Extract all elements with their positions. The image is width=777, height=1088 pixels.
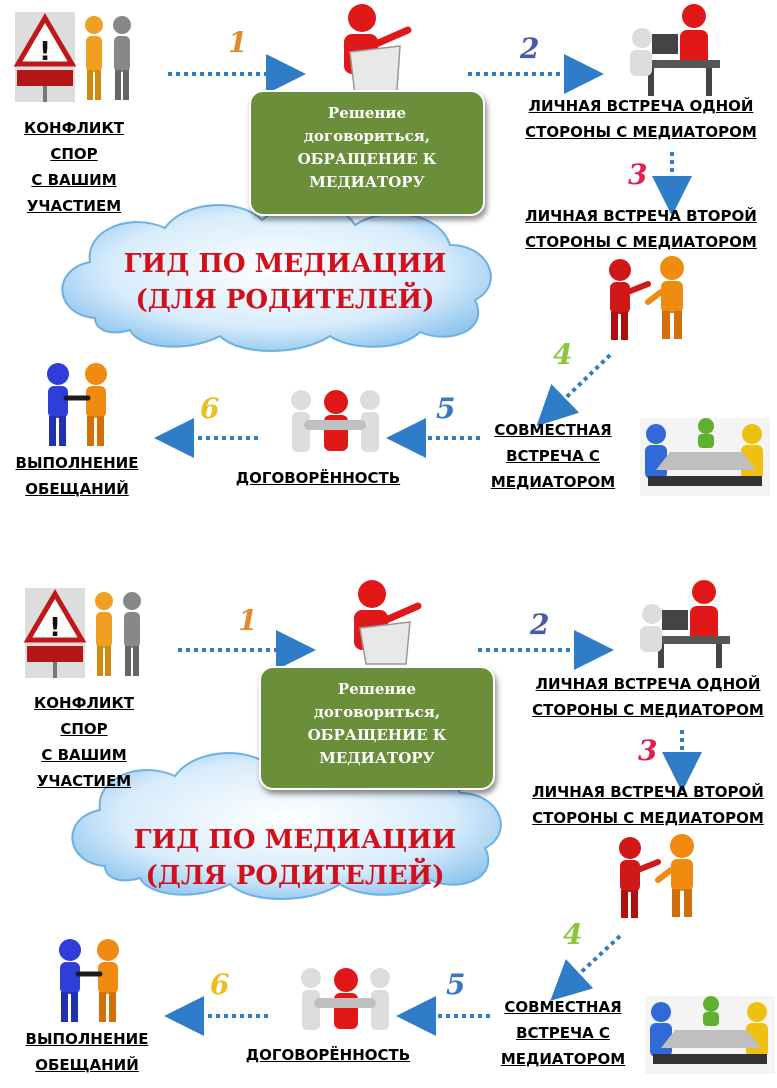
step-number-3: 3 [628, 158, 648, 191]
guide-title: ГИД ПО МЕДИАЦИИ(ДЛЯ РОДИТЕЛЕЙ) [133, 825, 457, 891]
speaker-at-podium-icon [344, 4, 412, 110]
mediator-at-desk-icon [630, 4, 720, 96]
two-people-talking-icon [619, 834, 694, 918]
two-people-icon [85, 16, 131, 100]
warning-sign-icon: ! [13, 12, 77, 102]
guide-title: ГИД ПО МЕДИАЦИИ(ДЛЯ РОДИТЕЛЕЙ) [123, 249, 447, 315]
meeting-table-icon [645, 996, 775, 1074]
diagram-graphics: ! [23, 580, 775, 1074]
step-number-6: 6 [210, 968, 230, 1001]
step-number-2: 2 [530, 608, 550, 641]
meeting-table-icon [640, 418, 770, 496]
svg-text:!: ! [49, 613, 61, 643]
step-number-5: 5 [436, 392, 456, 425]
step-number-1: 1 [228, 26, 248, 59]
step-number-1: 1 [238, 604, 258, 637]
speaker-at-podium-icon [354, 580, 422, 665]
group-huddle-icon [291, 390, 380, 452]
two-people-icon [95, 592, 141, 676]
step-number-2: 2 [520, 32, 540, 65]
agreement-label: ДОГОВОРЁННОСТЬ [245, 1046, 411, 1064]
group-huddle-icon [301, 968, 390, 1030]
diagram-graphics: ! [13, 4, 770, 496]
warning-sign-icon: ! [23, 588, 87, 678]
step-number-4: 4 [563, 918, 583, 951]
cloud-shape [61, 202, 492, 352]
svg-text:!: ! [39, 37, 51, 67]
mediator-at-desk-icon [640, 580, 730, 668]
agreement-label: ДОГОВОРЁННОСТЬ [235, 469, 401, 487]
step-number-4: 4 [553, 338, 573, 371]
handshake-icon [59, 939, 119, 1022]
two-people-talking-icon [609, 256, 684, 340]
flow-panel-top: ! [0, 0, 777, 540]
arrow-4 [550, 934, 622, 1001]
step-number-6: 6 [200, 392, 220, 425]
step-number-3: 3 [638, 734, 658, 767]
arrow-4 [536, 353, 612, 427]
handshake-icon [47, 363, 107, 446]
step-number-5: 5 [446, 968, 466, 1001]
flow-panel-bottom: ! [0, 548, 777, 1088]
